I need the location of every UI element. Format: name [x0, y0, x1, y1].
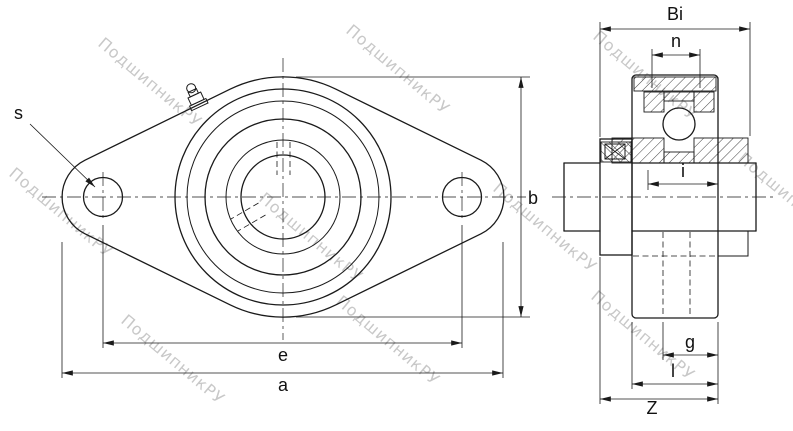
right-bolt-hole — [441, 176, 483, 218]
dim-leader-s — [29, 123, 96, 188]
inner-ring-hatch — [663, 151, 695, 164]
grease-fitting-neck — [187, 87, 200, 98]
dim-label-b: b — [528, 188, 538, 208]
outer-ring-hatch — [643, 91, 665, 113]
front-view: s b e a — [14, 58, 538, 395]
watermark-text: ПодшипникРУ — [332, 292, 443, 390]
flange-outline — [61, 76, 505, 318]
housing-outer-circle — [174, 88, 392, 306]
grease-fitting-icon — [186, 83, 209, 112]
housing-section-hatch — [633, 76, 717, 92]
inner-ring-hatch — [693, 137, 749, 164]
dim-label-Bi: Bi — [667, 4, 683, 24]
dim-label-s: s — [14, 103, 23, 123]
housing-face-circle — [186, 100, 380, 294]
watermark-text: ПодшипникРУ — [94, 34, 205, 132]
watermark-text: ПодшипникРУ — [117, 311, 228, 409]
bearing-outer-ring-circle — [204, 118, 362, 276]
watermark-text: ПодшипникРУ — [587, 287, 698, 385]
left-bolt-hole — [82, 176, 124, 218]
set-screw-body — [604, 143, 626, 160]
front-dimensions: s b e a — [14, 76, 538, 395]
dim-label-Z: Z — [647, 398, 658, 418]
dim-label-i: i — [681, 161, 685, 181]
watermark-text: ПодшипникРУ — [489, 179, 600, 277]
section-hatching — [600, 76, 749, 164]
dim-label-e: e — [278, 345, 288, 365]
side-dimensions: Bi n i g l Z — [599, 4, 751, 418]
grease-fitting-tip — [186, 83, 197, 94]
setscrew-hidden-line — [230, 202, 259, 220]
inner-ring-circle — [225, 139, 341, 255]
dim-label-n: n — [671, 31, 681, 51]
watermark-text: ПодшипникРУ — [342, 21, 453, 119]
dim-label-l: l — [671, 361, 675, 381]
side-hidden-lines — [633, 232, 717, 318]
dim-label-a: a — [278, 375, 289, 395]
set-screw-cross — [604, 143, 626, 160]
housing-body — [631, 74, 719, 319]
set-screw — [604, 143, 626, 160]
setscrew-hidden-line — [237, 214, 266, 232]
outer-ring-hatch — [663, 91, 695, 102]
side-view: Bi n i g l Z — [552, 4, 774, 418]
bore-circle — [240, 154, 326, 240]
front-hidden-lines — [230, 142, 291, 232]
outer-ring-hatch — [693, 91, 715, 113]
front-centerlines — [42, 58, 526, 340]
inner-ring-extension — [717, 230, 749, 257]
bearing-ball — [662, 107, 696, 141]
dim-label-g: g — [685, 332, 695, 352]
